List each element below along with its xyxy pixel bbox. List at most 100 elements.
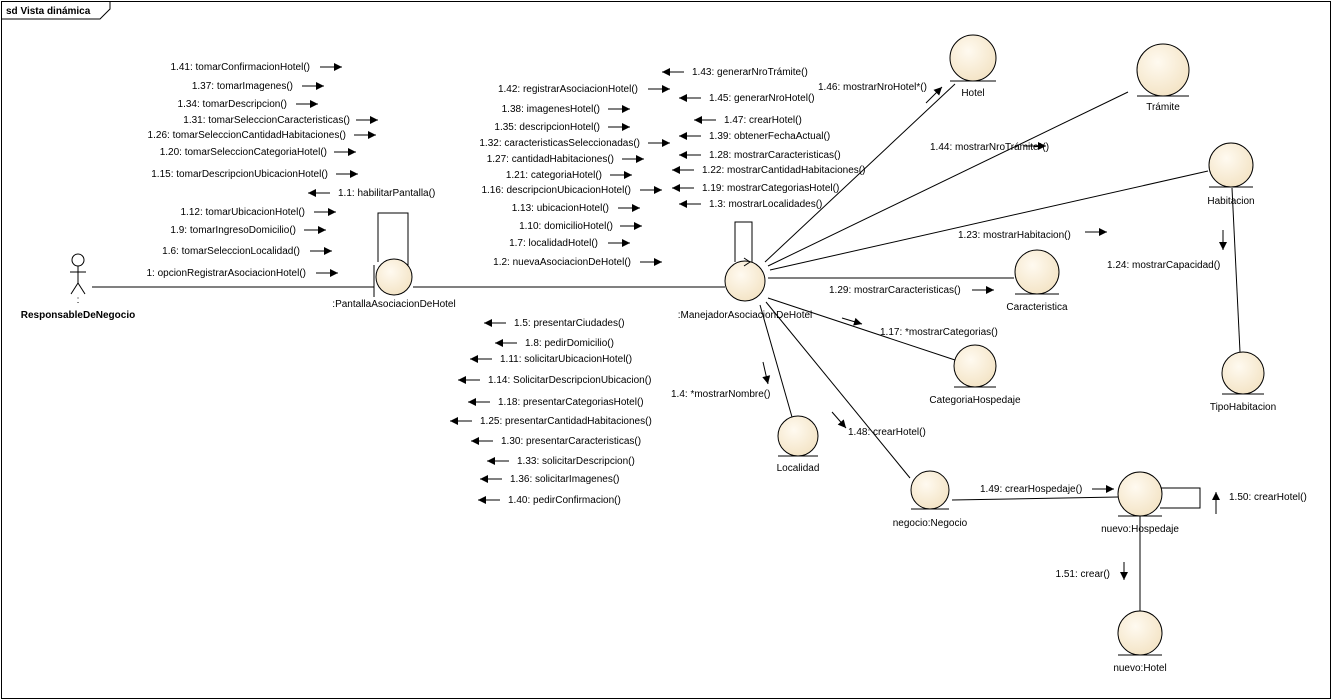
message-label: 1.41: tomarConfirmacionHotel() <box>171 62 311 73</box>
message-arrow-head <box>478 496 486 504</box>
self-link-hospedaje <box>1160 487 1201 509</box>
message-m1-42: 1.42: registrarAsociacionHotel() <box>498 84 670 95</box>
manejador-label: :ManejadorAsociacionDeHotel <box>678 310 813 321</box>
message-arrow-head <box>679 94 687 102</box>
message-m1-34: 1.34: tomarDescripcion() <box>178 99 318 110</box>
message-label: 1.27: cantidadHabitaciones() <box>487 154 614 165</box>
message-label: 1.18: presentarCategoriasHotel() <box>498 397 644 408</box>
message-label: 1.46: mostrarNroHotel*() <box>818 82 927 93</box>
entity-tipo-habitacion[interactable] <box>1221 351 1265 395</box>
entity-localidad[interactable] <box>777 415 819 457</box>
message-label: 1.19: mostrarCategoriasHotel() <box>702 183 839 194</box>
message-m1-19: 1.19: mostrarCategoriasHotel() <box>672 183 839 194</box>
message-m1-21: 1.21: categoriaHotel() <box>506 170 632 181</box>
message-arrow-head <box>324 247 332 255</box>
message-m1-10: 1.10: domicilioHotel() <box>519 221 642 232</box>
message-m1-29: 1.29: mostrarCaracteristicas() <box>829 285 994 296</box>
message-label: 1: opcionRegistrarAsociacionHotel() <box>146 268 306 279</box>
message-arrow-head <box>487 457 495 465</box>
message-m1-51: 1.51: crear() <box>1056 562 1128 580</box>
message-m1-16: 1.16: descripcionUbicacionHotel() <box>481 185 662 196</box>
message-m1-38: 1.38: imagenesHotel() <box>502 104 630 115</box>
message-label: 1.23: mostrarHabitacion() <box>958 230 1071 241</box>
message-m1-37: 1.37: tomarImagenes() <box>192 81 324 92</box>
message-arrow-head <box>1219 242 1227 250</box>
message-label: 1.28: mostrarCaracteristicas() <box>709 150 841 161</box>
message-m1-2: 1.2: nuevaAsociacionDeHotel() <box>493 257 662 268</box>
entity-habitacion[interactable] <box>1208 142 1254 188</box>
actor-name: ResponsableDeNegocio <box>21 310 135 321</box>
message-arrow-head <box>632 204 640 212</box>
message-arrow-head <box>318 226 326 234</box>
nuevo-hotel-label: nuevo:Hotel <box>1113 663 1166 674</box>
actor-stereotype: : <box>77 295 80 306</box>
message-m1-9: 1.9: tomarIngresoDomicilio() <box>170 225 326 236</box>
message-arrow-head <box>1099 228 1107 236</box>
message-label: 1.25: presentarCantidadHabitaciones() <box>480 416 652 427</box>
message-m1-25: 1.25: presentarCantidadHabitaciones() <box>450 416 652 427</box>
message-arrow-head <box>672 184 680 192</box>
message-arrow-head <box>662 85 670 93</box>
message-m1-40: 1.40: pedirConfirmacion() <box>478 495 621 506</box>
message-m1-12: 1.12: tomarUbicacionHotel() <box>181 207 336 218</box>
message-m1-41: 1.41: tomarConfirmacionHotel() <box>171 62 342 73</box>
message-label: 1.38: imagenesHotel() <box>502 104 600 115</box>
message-label: 1.15: tomarDescripcionUbicacionHotel() <box>151 169 328 180</box>
message-arrow-head <box>1038 142 1046 150</box>
entity-nuevo-hotel[interactable] <box>1117 610 1163 656</box>
messages: 1.41: tomarConfirmacionHotel() 1.37: toma… <box>146 62 1307 580</box>
entity-tramite[interactable] <box>1136 43 1190 97</box>
link-negocio-hospedaje <box>951 496 1119 501</box>
message-label: 1.37: tomarImagenes() <box>192 81 293 92</box>
message-m1-47: 1.47: crearHotel() <box>694 115 802 126</box>
message-arrow-head <box>334 63 342 71</box>
message-arrow-head <box>679 132 687 140</box>
message-arrow-head <box>679 200 687 208</box>
message-label: 1.11: solicitarUbicacionHotel() <box>500 354 632 365</box>
actor-figure <box>70 253 86 295</box>
hospedaje-label: nuevo:Hospedaje <box>1101 524 1179 535</box>
message-label: 1.6: tomarSeleccionLocalidad() <box>162 246 300 257</box>
entity-negocio[interactable] <box>910 470 950 510</box>
hotel-label: Hotel <box>961 88 984 99</box>
localidad-label: Localidad <box>777 463 820 474</box>
message-label: 1.12: tomarUbicacionHotel() <box>181 207 306 218</box>
link-manejador-negocio <box>765 301 911 479</box>
entity-hotel[interactable] <box>949 34 997 82</box>
entity-hospedaje[interactable] <box>1117 471 1163 517</box>
message-label: 1.24: mostrarCapacidad() <box>1107 260 1220 271</box>
message-arrow-head <box>853 317 862 326</box>
message-label: 1.45: generarNroHotel() <box>709 93 815 104</box>
message-label: 1.17: *mostrarCategorias() <box>880 327 998 338</box>
message-m1-43: 1.43: generarNroTrámite() <box>662 67 808 78</box>
message-label: 1.30: presentarCaracteristicas() <box>501 436 641 447</box>
message-m1-50: 1.50: crearHotel() <box>1212 492 1307 514</box>
message-arrow-head <box>450 417 458 425</box>
message-m1-48: 1.48: crearHotel() <box>831 411 926 438</box>
message-label: 1.8: pedirDomicilio() <box>525 338 614 349</box>
message-label: 1.5: presentarCiudades() <box>514 318 625 329</box>
link-manejador-tramite <box>767 91 1129 267</box>
message-m1-3: 1.3: mostrarLocalidades() <box>679 199 822 210</box>
boundary-pantalla[interactable] <box>373 258 413 297</box>
message-arrow-head <box>484 319 492 327</box>
habitacion-label: Habitacion <box>1207 196 1254 207</box>
message-label: 1.32: caracteristicasSeleccionadas() <box>479 138 640 149</box>
message-m1-33: 1.33: solicitarDescripcion() <box>487 456 635 467</box>
message-arrow-head <box>622 105 630 113</box>
control-manejador[interactable] <box>724 257 766 302</box>
entity-caracteristica[interactable] <box>1014 249 1060 295</box>
message-label: 1.51: crear() <box>1056 569 1110 580</box>
message-arrow-head <box>308 189 316 197</box>
entity-categoria[interactable] <box>953 344 997 388</box>
message-label: 1.47: crearHotel() <box>724 115 802 126</box>
message-label: 1.26: tomarSeleccionCantidadHabitaciones… <box>148 130 346 141</box>
message-arrow-head <box>480 475 488 483</box>
message-m1-18: 1.18: presentarCategoriasHotel() <box>468 397 644 408</box>
message-arrow-head <box>624 171 632 179</box>
message-arrow-head <box>622 123 630 131</box>
message-m1-5: 1.5: presentarCiudades() <box>484 318 625 329</box>
message-label: 1.50: crearHotel() <box>1229 492 1307 503</box>
link-habitacion-tipo <box>1231 187 1241 353</box>
message-arrow-head <box>368 131 376 139</box>
